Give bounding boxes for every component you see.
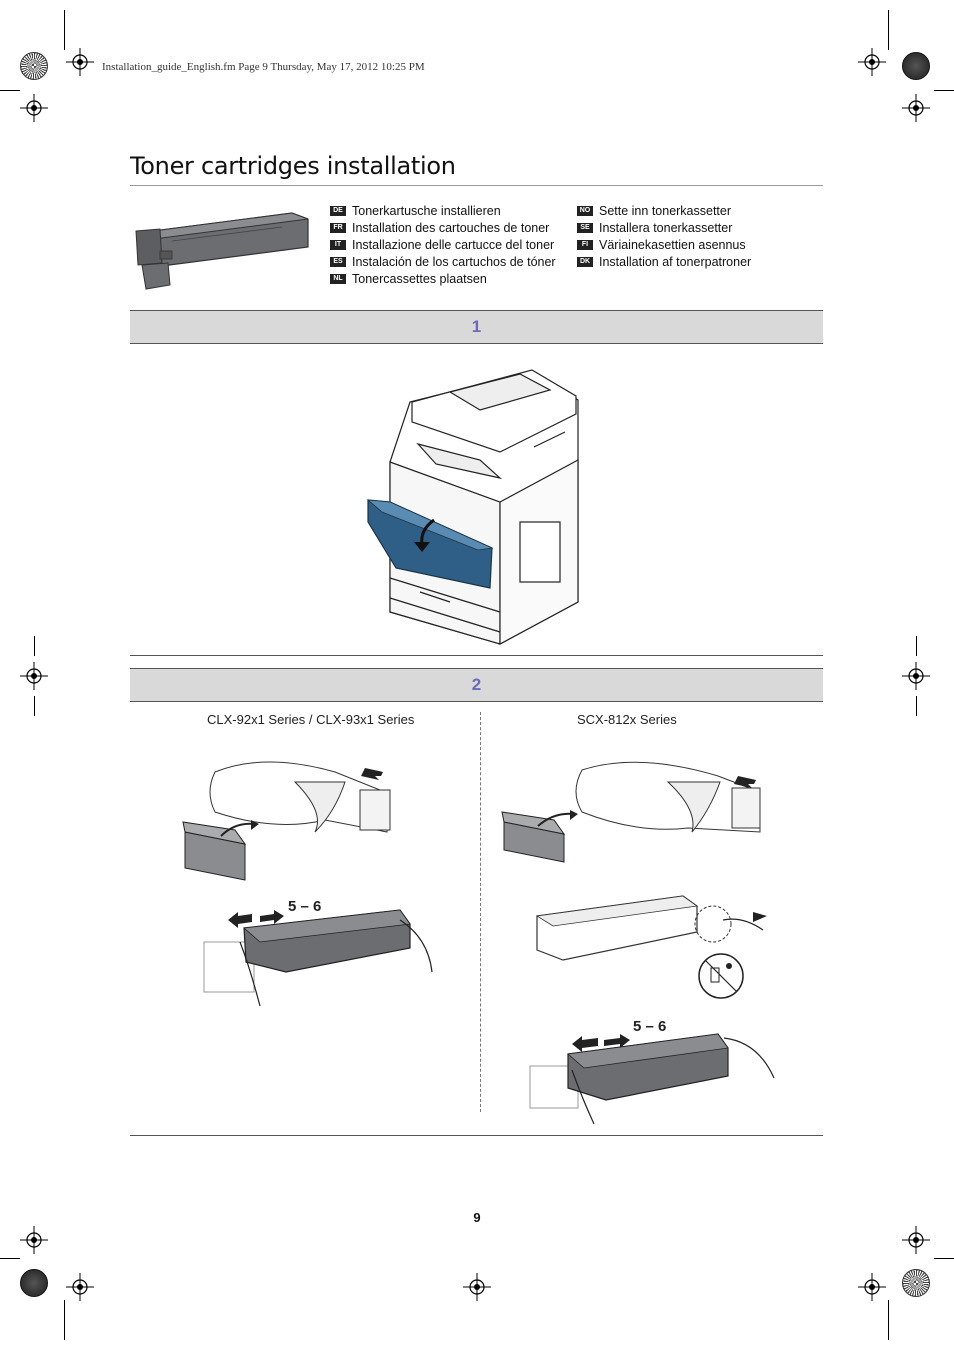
- registration-target-icon: [858, 1273, 886, 1301]
- registration-target-icon: [66, 48, 94, 76]
- unpack-cartridge-illustration: [175, 752, 415, 882]
- language-list-right: NO Sette inn tonerkassetter SE Installera …: [577, 202, 751, 270]
- registration-target-icon: [902, 94, 930, 122]
- crop-line: [34, 636, 35, 656]
- registration-target-icon: [902, 1226, 930, 1254]
- title-divider: [130, 185, 823, 186]
- language-text: Sette inn tonerkassetter: [599, 203, 732, 218]
- language-code-badge: FI: [577, 239, 593, 250]
- step-number: 2: [471, 675, 482, 694]
- registration-target-icon: [463, 1273, 491, 1301]
- crop-line: [916, 636, 917, 656]
- column-divider: [480, 712, 481, 1112]
- left-series-label: CLX-92x1 Series / CLX-93x1 Series: [207, 712, 415, 727]
- language-item: ES Instalación de los cartuchos de tóner: [330, 253, 556, 270]
- shake-count-label: 5 – 6: [633, 1018, 667, 1035]
- crop-line: [916, 696, 917, 716]
- crop-line: [0, 90, 20, 91]
- step-1-header: 1: [130, 310, 823, 344]
- step-2-header: 2: [130, 668, 823, 702]
- crop-line: [888, 1300, 889, 1340]
- language-code-badge: SE: [577, 222, 593, 233]
- crop-line: [0, 1258, 20, 1259]
- registration-target-icon: [66, 1273, 94, 1301]
- language-item: DK Installation af tonerpatroner: [577, 253, 751, 270]
- language-code-badge: NO: [577, 205, 593, 216]
- shake-cartridge-left-illustration: 5 – 6: [200, 898, 440, 1013]
- registration-spiral-icon: [20, 1269, 48, 1297]
- registration-spiral-icon: [902, 52, 930, 80]
- crop-line: [888, 10, 889, 50]
- registration-target-icon: [858, 48, 886, 76]
- crop-line: [64, 1300, 65, 1340]
- language-code-badge: DE: [330, 205, 346, 216]
- remove-seal-illustration: [533, 886, 778, 1001]
- toner-cartridge-illustration: [132, 205, 312, 295]
- registration-spiral-icon: [902, 1269, 930, 1297]
- file-header-meta: Installation_guide_English.fm Page 9 Thu…: [102, 61, 425, 73]
- crop-line: [34, 696, 35, 716]
- shake-cartridge-right-illustration: 5 – 6: [528, 1014, 778, 1129]
- language-text: Tonerkartusche installieren: [352, 203, 501, 218]
- language-item: NL Tonercassettes plaatsen: [330, 270, 556, 287]
- section-divider: [130, 655, 823, 656]
- crop-line: [934, 90, 954, 91]
- right-series-label: SCX-812x Series: [577, 712, 677, 727]
- crop-line: [934, 1258, 954, 1259]
- language-code-badge: DK: [577, 256, 593, 267]
- language-text: Installera tonerkassetter: [599, 220, 733, 235]
- language-code-badge: NL: [330, 273, 346, 284]
- language-item: DE Tonerkartusche installieren: [330, 202, 556, 219]
- language-text: Instalación de los cartuchos de tóner: [352, 254, 556, 269]
- shake-count-label: 5 – 6: [288, 898, 322, 915]
- language-text: Installazione delle cartucce del toner: [352, 237, 555, 252]
- crop-line: [64, 10, 65, 50]
- registration-spiral-icon: [20, 52, 48, 80]
- unpack-cartridge-right-illustration: [498, 748, 773, 863]
- language-code-badge: IT: [330, 239, 346, 250]
- registration-target-icon: [902, 662, 930, 690]
- language-item: NO Sette inn tonerkassetter: [577, 202, 751, 219]
- section-divider: [130, 1135, 823, 1136]
- language-text: Installation des cartouches de toner: [352, 220, 550, 235]
- language-item: FI Väriainekasettien asennus: [577, 236, 751, 253]
- page-number: 9: [473, 1210, 481, 1225]
- language-code-badge: FR: [330, 222, 346, 233]
- registration-target-icon: [20, 662, 48, 690]
- language-code-badge: ES: [330, 256, 346, 267]
- language-text: Väriainekasettien asennus: [599, 237, 746, 252]
- language-text: Installation af tonerpatroner: [599, 254, 752, 269]
- language-text: Tonercassettes plaatsen: [352, 271, 487, 286]
- language-item: FR Installation des cartouches de toner: [330, 219, 556, 236]
- registration-target-icon: [20, 1226, 48, 1254]
- language-item: SE Installera tonerkassetter: [577, 219, 751, 236]
- page-title: Toner cartridges installation: [130, 152, 456, 180]
- printer-open-door-illustration: [360, 352, 590, 652]
- language-item: IT Installazione delle cartucce del toner: [330, 236, 556, 253]
- registration-target-icon: [20, 94, 48, 122]
- language-list-left: DE Tonerkartusche installieren FR Installa…: [330, 202, 556, 287]
- step-number: 1: [471, 317, 482, 336]
